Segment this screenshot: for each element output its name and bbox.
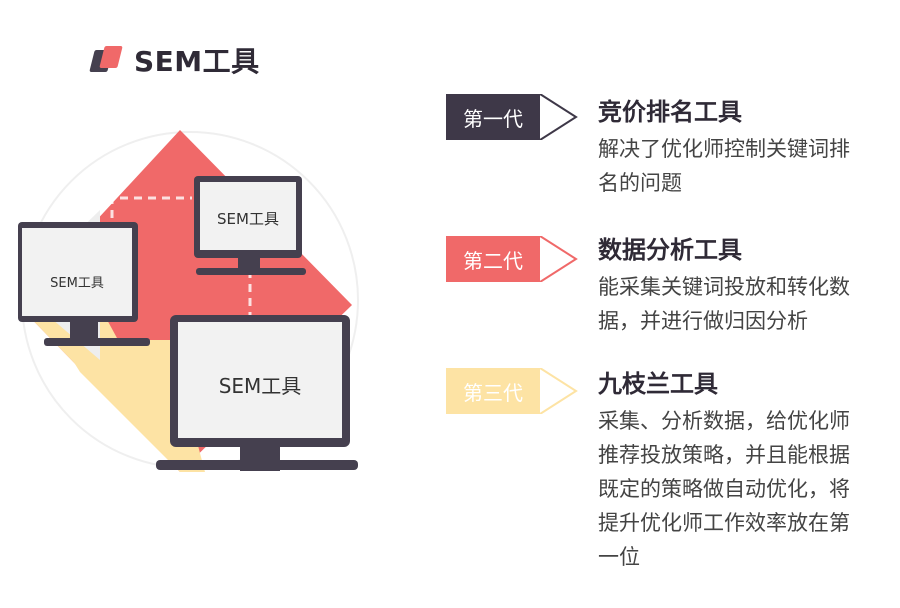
generation-1: 第一代 竞价排名工具 解决了优化师控制关键词排 名的问题 [446, 94, 900, 204]
generation-3: 第三代 九枝兰工具 采集、分析数据，给优化师 推荐投放策略，并且能根据 既定的策… [446, 368, 900, 578]
desc-line: 推荐投放策略，并且能根据 [598, 443, 850, 467]
generation-3-tag-label: 第三代 [463, 380, 523, 405]
generation-3-desc: 采集、分析数据，给优化师 推荐投放策略，并且能根据 既定的策略做自动优化，将 提… [598, 404, 894, 574]
desc-line: 据，并进行做归因分析 [598, 309, 808, 333]
sem-illustration: SEM工具 SEM工具 SEM工具 [0, 100, 400, 520]
generation-1-tag: 第一代 [446, 94, 578, 140]
yellow-area [60, 340, 205, 472]
header: SEM工具 [88, 40, 260, 80]
generation-3-title: 九枝兰工具 [598, 370, 718, 398]
monitor-main [156, 315, 358, 471]
illustration-graphic [18, 130, 359, 472]
monitor-main-label: SEM工具 [218, 374, 302, 398]
generation-2-desc: 能采集关键词投放和转化数 据，并进行做归因分析 [598, 270, 894, 338]
desc-line: 名的问题 [598, 171, 682, 195]
page-title: SEM工具 [134, 45, 260, 78]
generation-3-tag: 第三代 [446, 368, 578, 414]
monitor-top [194, 176, 306, 275]
monitor-left-label: SEM工具 [50, 276, 104, 291]
desc-line: 既定的策略做自动优化，将 [598, 477, 850, 501]
desc-line: 提升优化师工作效率放在第 [598, 511, 850, 535]
generation-2: 第二代 数据分析工具 能采集关键词投放和转化数 据，并进行做归因分析 [446, 236, 900, 346]
generation-2-tag: 第二代 [446, 236, 578, 282]
generation-2-tag-label: 第二代 [463, 248, 523, 273]
monitor-left [18, 222, 150, 346]
generation-1-tag-label: 第一代 [463, 106, 523, 131]
dashed-connector-top [110, 196, 192, 218]
generation-2-title: 数据分析工具 [598, 236, 742, 264]
generation-1-title: 竞价排名工具 [598, 98, 742, 126]
desc-line: 一位 [598, 545, 640, 569]
desc-line: 采集、分析数据，给优化师 [598, 409, 850, 433]
desc-line: 能采集关键词投放和转化数 [598, 275, 850, 299]
logo-icon [88, 42, 124, 78]
monitor-top-label: SEM工具 [217, 210, 279, 228]
desc-line: 解决了优化师控制关键词排 [598, 137, 850, 161]
generation-1-desc: 解决了优化师控制关键词排 名的问题 [598, 132, 894, 200]
